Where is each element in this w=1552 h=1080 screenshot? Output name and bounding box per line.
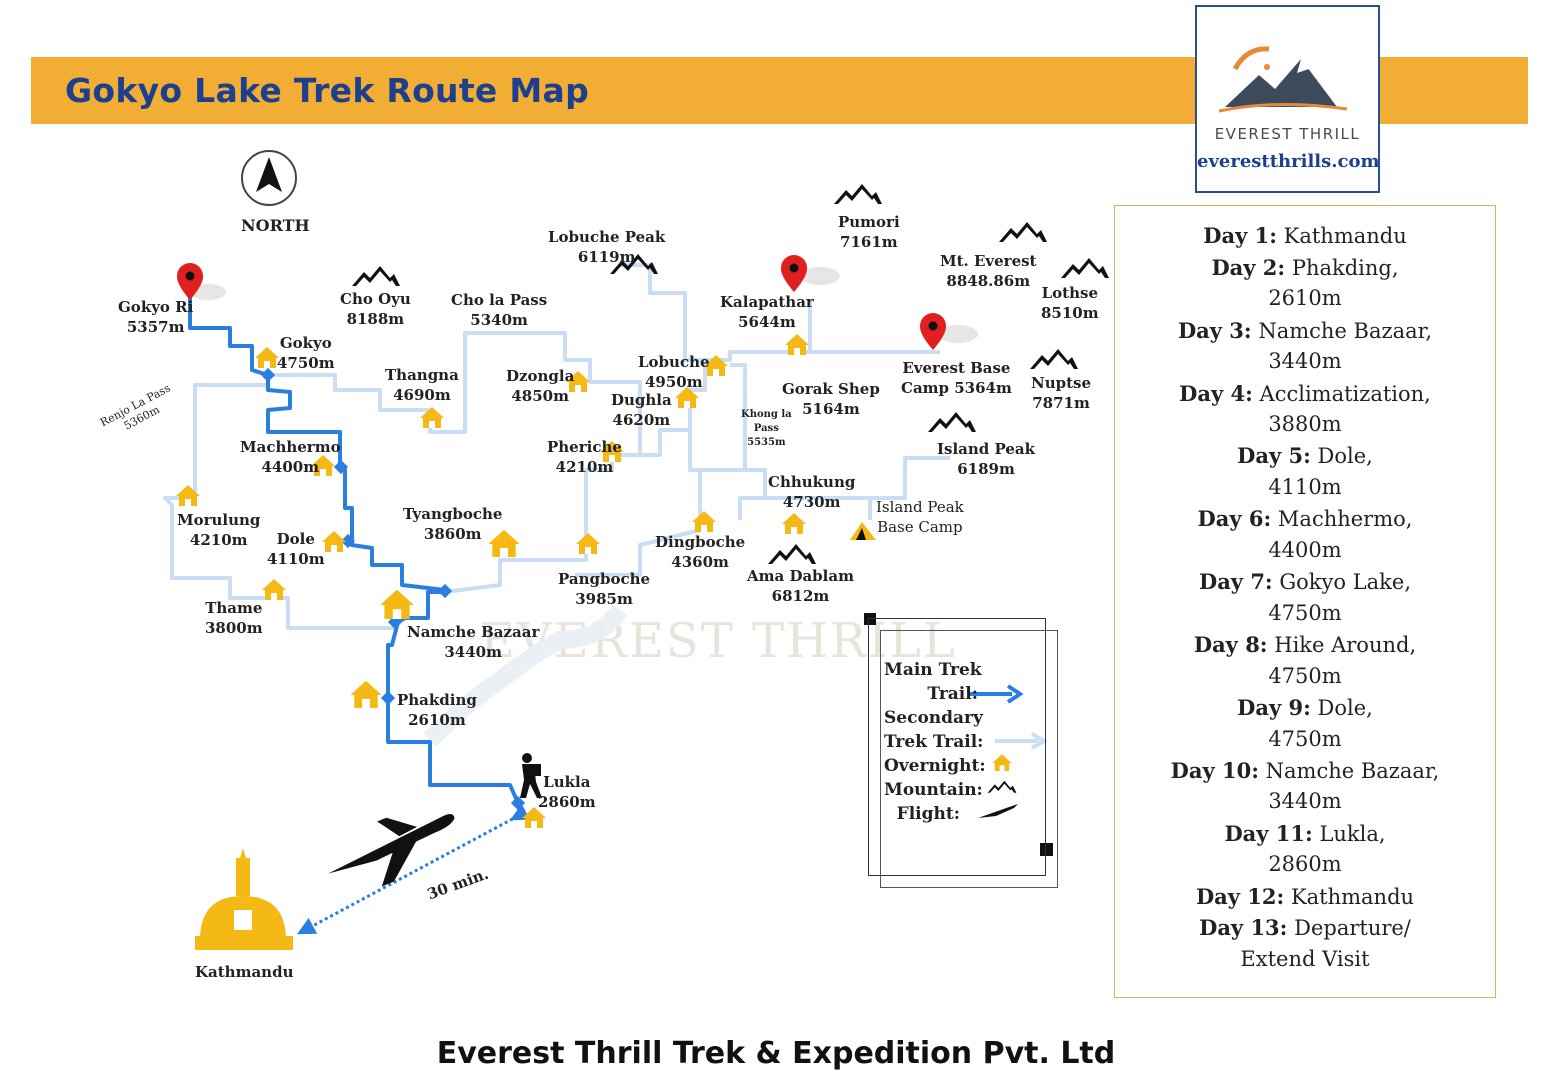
legend-frame xyxy=(868,618,1046,876)
legend-icons xyxy=(864,613,1053,856)
legend-frame-offset xyxy=(880,630,1058,888)
itinerary-day-7-alt: 4750m xyxy=(1268,601,1342,625)
legend-overnight: Overnight: xyxy=(884,756,986,776)
itinerary-day-1: Day 1: Kathmandu xyxy=(1203,223,1407,248)
logo-brand-text: EVEREST THRILL xyxy=(1214,125,1361,143)
itinerary-day-6-alt: 4400m xyxy=(1268,538,1342,562)
airplane-icon xyxy=(328,813,455,887)
itinerary-day-9: Day 9: Dole, xyxy=(1237,695,1373,720)
itinerary-day-5-alt: 4110m xyxy=(1268,475,1342,499)
main-trail xyxy=(188,298,520,804)
itinerary-day-4: Day 4: Acclimatization, xyxy=(1179,381,1431,406)
itinerary-day-3-alt: 3440m xyxy=(1268,349,1342,373)
tent-icon xyxy=(850,522,876,540)
legend-mountain: Mountain: xyxy=(884,780,983,800)
page-title: Gokyo Lake Trek Route Map xyxy=(65,71,590,110)
logo-url[interactable]: everestthrills.com xyxy=(1197,151,1380,172)
footer-company-name: Everest Thrill Trek & Expedition Pvt. Lt… xyxy=(436,1036,1116,1071)
itinerary-day-7: Day 7: Gokyo Lake, xyxy=(1198,569,1411,594)
itinerary-day-2-alt: 2610m xyxy=(1268,286,1342,310)
itinerary-panel: Day 1: Kathmandu Day 2: Phakding, 2610m … xyxy=(1114,205,1496,998)
company-logo[interactable]: EVEREST THRILL everestthrills.com xyxy=(1195,5,1380,193)
compass-icon xyxy=(241,150,297,206)
itinerary-day-8: Day 8: Hike Around, xyxy=(1193,632,1417,657)
itinerary-day-10-alt: 3440m xyxy=(1268,789,1342,813)
itinerary-day-9-alt: 4750m xyxy=(1268,727,1342,751)
itinerary-day-8-alt: 4750m xyxy=(1268,664,1342,688)
stupa-icon xyxy=(195,848,293,950)
place-kathmandu: Kathmandu xyxy=(195,963,294,981)
itinerary-day-13-alt: Extend Visit xyxy=(1240,947,1370,971)
itinerary-day-4-alt: 3880m xyxy=(1268,412,1342,436)
legend-flight: Flight: xyxy=(896,804,960,824)
river xyxy=(423,604,628,747)
itinerary-day-11: Day 11: Lukla, xyxy=(1224,821,1386,846)
itinerary-day-5: Day 5: Dole, xyxy=(1237,443,1373,468)
itinerary-day-6: Day 6: Machhermo, xyxy=(1197,506,1413,531)
flight-route xyxy=(297,803,531,935)
secondary-trails xyxy=(163,263,950,630)
itinerary-day-12: Day 12: Kathmandu xyxy=(1195,884,1415,909)
itinerary-day-13: Day 13: Departure/ xyxy=(1199,915,1411,940)
itinerary-day-2: Day 2: Phakding, xyxy=(1211,255,1399,280)
compass-label: NORTH xyxy=(241,216,310,235)
itinerary-day-11-alt: 2860m xyxy=(1268,852,1342,876)
destination-pin-icons xyxy=(177,255,978,350)
hiker-icon xyxy=(520,753,542,798)
itinerary-day-10: Day 10: Namche Bazaar, xyxy=(1170,758,1440,783)
itinerary-day-3: Day 3: Namche Bazaar, xyxy=(1177,318,1433,343)
mountain-logo-icon xyxy=(1218,46,1348,113)
